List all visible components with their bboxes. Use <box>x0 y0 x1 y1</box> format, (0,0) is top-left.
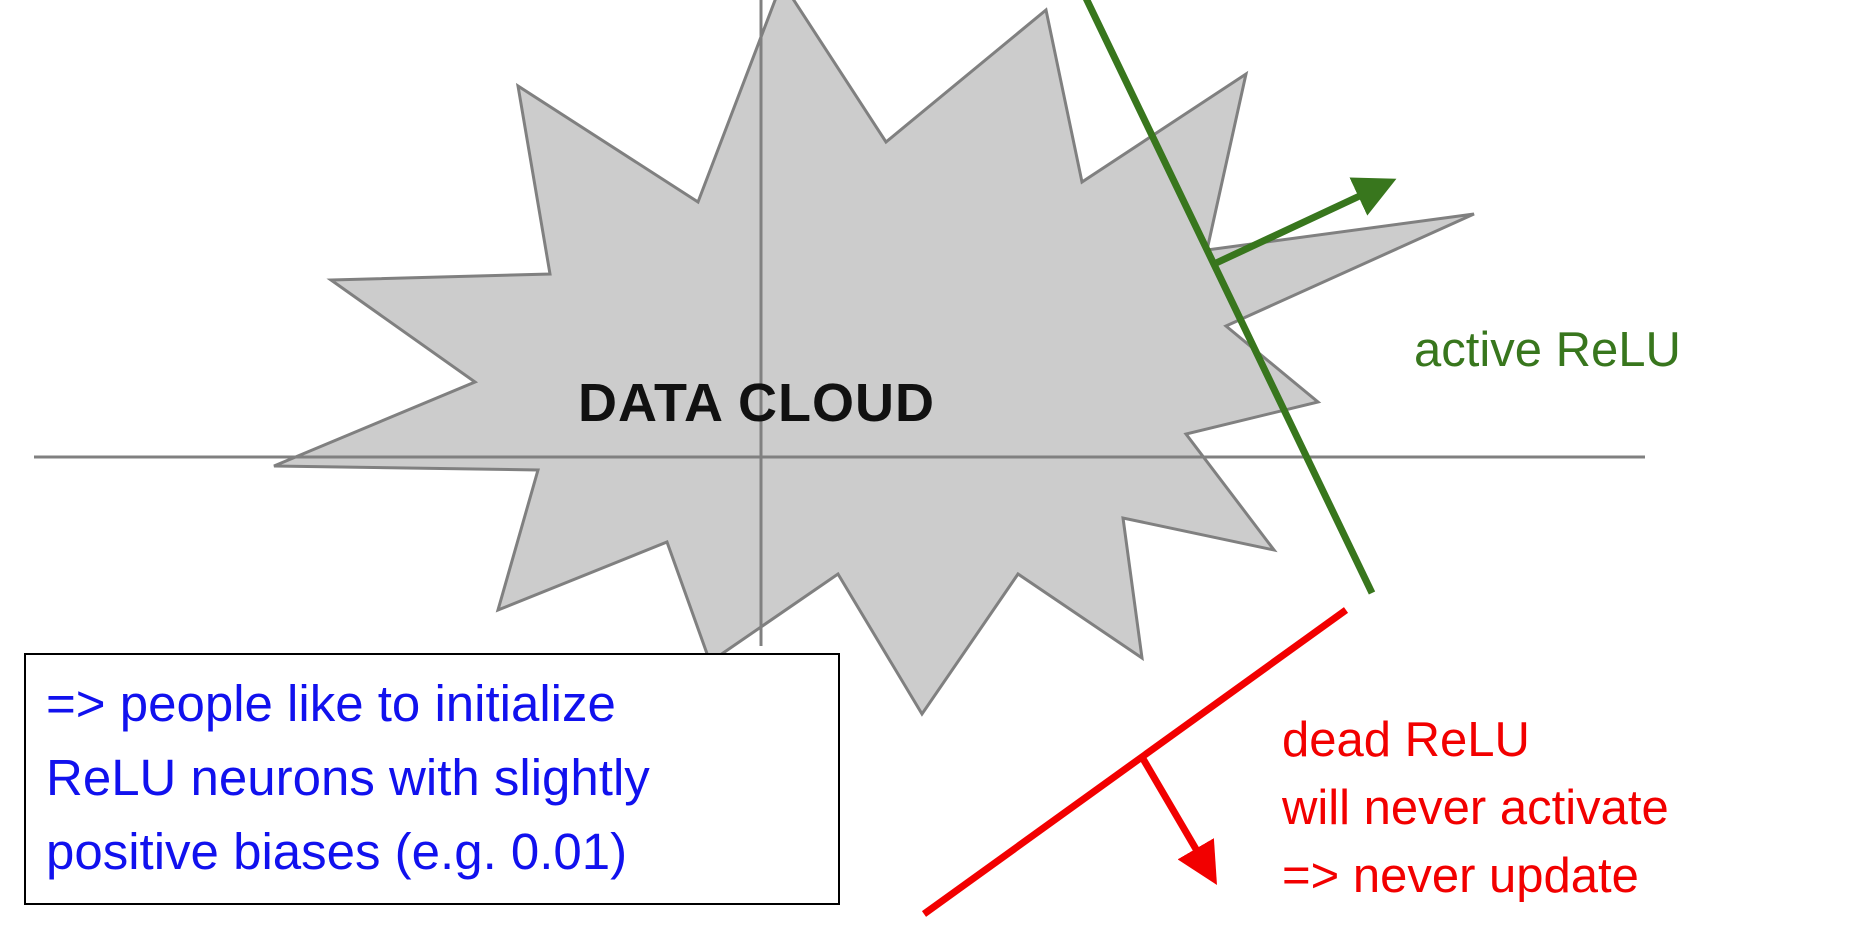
active-relu-hyperplane <box>1083 0 1376 595</box>
note-line-3: positive biases (e.g. 0.01) <box>46 823 628 880</box>
note-line-1: => people like to initialize <box>46 675 616 732</box>
dead-relu-label-line-2: will never activate <box>1282 781 1669 835</box>
note-box: => people like to initialize ReLU neuron… <box>24 653 840 905</box>
active-relu-normal-arrow <box>1212 177 1397 268</box>
dead-relu-normal-arrow <box>1138 755 1217 885</box>
dead-relu-hyperplane <box>921 607 1349 917</box>
dead-relu-label-line-3: => never update <box>1282 849 1639 903</box>
dead-relu-label-line-1: dead ReLU <box>1282 713 1530 767</box>
data-cloud-shape <box>273 0 1475 717</box>
dead-relu-label: dead ReLU will never activate => never u… <box>1282 706 1669 910</box>
data-cloud-label: DATA CLOUD <box>578 373 935 433</box>
note-line-2: ReLU neurons with slightly <box>46 749 650 806</box>
active-relu-label: active ReLU <box>1414 323 1681 377</box>
